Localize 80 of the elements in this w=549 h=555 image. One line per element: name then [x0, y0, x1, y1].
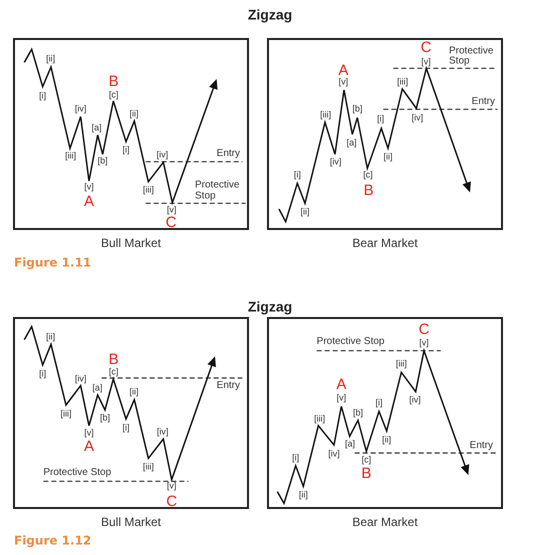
wave-letter: B — [361, 466, 372, 482]
wave-label: [ii] — [46, 332, 56, 342]
wave-label: [v] — [338, 78, 348, 88]
wave-label: [iii] — [65, 151, 76, 161]
panel-caption: Bull Market — [100, 515, 162, 529]
wave-label: [v] — [166, 482, 176, 492]
wave-letter: B — [108, 352, 119, 368]
chart-title: Zigzag — [248, 8, 292, 22]
wave-letter: A — [338, 62, 348, 79]
wave-label: [i] — [122, 146, 130, 156]
level-label: Protective Stop — [449, 46, 494, 68]
wave-letter: C — [166, 494, 178, 510]
wave-label: [iii] — [142, 462, 154, 472]
wave-letter: A — [336, 376, 346, 393]
chart-title: Zigzag — [248, 300, 292, 314]
wave-label: [v] — [421, 56, 431, 66]
wave-letter: C — [420, 40, 432, 56]
level-label: Entry — [470, 440, 493, 451]
wave-label: [i] — [294, 170, 301, 180]
wave-letter: A — [84, 194, 94, 210]
wave-label: [iv] — [156, 428, 168, 438]
wave-label: [i] — [39, 369, 46, 379]
wave-label: [ii] — [300, 208, 310, 218]
wave-label: [iv] — [74, 374, 86, 384]
wave-label: [i] — [122, 424, 130, 434]
wave-label: [iii] — [397, 76, 408, 86]
figure-number: Figure 1.11 — [14, 256, 92, 270]
wave-label: [iii] — [314, 414, 326, 424]
wave-label: [ii] — [382, 436, 392, 446]
wave-label: [v] — [166, 205, 176, 215]
level-label: Protective Stop — [43, 468, 112, 479]
wave-label: [a] — [345, 438, 355, 448]
wave-label: [iv] — [412, 112, 424, 122]
wave-label: [v] — [84, 428, 94, 438]
wave-label: [iv] — [409, 394, 421, 404]
panel-caption: Bull Market — [100, 236, 162, 250]
wave-label: [i] — [377, 114, 384, 124]
wave-letter: C — [418, 322, 430, 338]
wave-label: [c] — [108, 90, 118, 100]
wave-label: [b] — [100, 414, 110, 424]
wave-label: [iv] — [74, 104, 86, 114]
wave-label: [iii] — [60, 410, 72, 420]
wave-letter: C — [166, 215, 176, 232]
wave-label: [ii] — [130, 386, 138, 396]
wave-label: [iii] — [396, 360, 407, 370]
wave-label: [v] — [419, 338, 429, 348]
figure-number: Figure 1.12 — [14, 534, 92, 548]
wave-label: [v] — [336, 394, 346, 404]
wave-label: [ii] — [298, 490, 308, 500]
wave-label: [iii] — [142, 185, 154, 195]
wave-label: [a] — [92, 122, 102, 132]
wave-label: [i] — [376, 398, 382, 408]
wave-label: [iii] — [320, 110, 332, 120]
level-label: Protective Stop — [195, 180, 240, 202]
wave-letter: A — [84, 439, 94, 455]
wave-letter: B — [364, 183, 374, 199]
wave-label: [ii] — [46, 54, 56, 64]
wave-letter: B — [108, 74, 119, 90]
level-label: Entry — [216, 148, 240, 160]
wave-label: [iv] — [328, 448, 340, 458]
wave-label: [ii] — [384, 152, 392, 162]
wave-label: [b] — [98, 156, 108, 166]
wave-label: [c] — [363, 170, 373, 180]
wave-label: [b] — [353, 408, 363, 418]
wave-label: [c] — [108, 366, 118, 376]
wave-label: [a] — [92, 384, 102, 394]
wave-label: [ii] — [130, 110, 138, 120]
wave-label: [iv] — [330, 158, 342, 168]
wave-label: [c] — [362, 456, 372, 466]
wave-label: [b] — [352, 104, 362, 114]
panel-caption: Bear Market — [352, 515, 418, 529]
level-label: Entry — [472, 96, 495, 107]
wave-label: [a] — [346, 138, 357, 148]
panel-caption: Bear Market — [352, 236, 418, 250]
level-label: Entry — [216, 380, 240, 391]
wave-label: [iv] — [156, 150, 168, 160]
level-label: Protective Stop — [316, 337, 384, 348]
wave-label: [v] — [84, 182, 94, 192]
wave-label: [i] — [39, 90, 46, 100]
wave-label: [i] — [292, 453, 300, 463]
